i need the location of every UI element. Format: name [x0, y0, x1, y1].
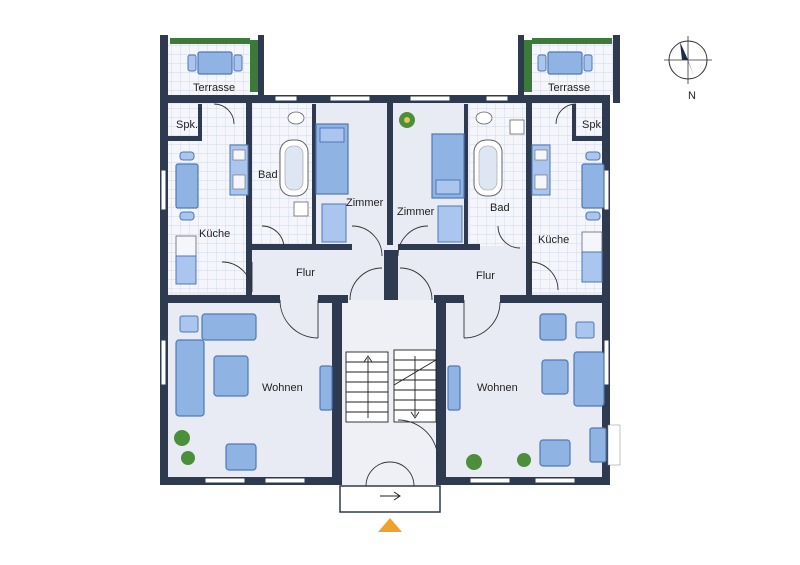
label-left-kitchen: Küche	[199, 228, 230, 240]
terrace-furniture	[170, 38, 612, 92]
compass-north-label: N	[688, 90, 696, 102]
entrance	[339, 485, 441, 513]
doors	[213, 103, 577, 487]
watermark-stamp	[607, 424, 621, 466]
kitchen-furniture	[175, 144, 605, 285]
label-left-bath: Bad	[258, 169, 278, 181]
label-right-kitchen: Küche	[538, 234, 569, 246]
label-right-living: Wohnen	[477, 382, 518, 394]
bedroom-furniture	[315, 112, 465, 243]
label-left-terrace: Terrasse	[193, 82, 235, 94]
bath-fixtures	[279, 111, 525, 217]
label-left-living: Wohnen	[262, 382, 303, 394]
label-left-room: Zimmer	[346, 197, 384, 209]
label-right-pantry: Spk.	[582, 119, 604, 131]
label-left-pantry: Spk.	[176, 119, 198, 131]
windows	[160, 95, 610, 484]
living-furniture	[174, 313, 607, 471]
label-left-hall: Flur	[296, 267, 315, 279]
room-labels: Terrasse Spk. Küche Bad Zimmer Flur Wohn…	[176, 82, 696, 394]
label-right-terrace: Terrasse	[548, 82, 590, 94]
label-right-room: Zimmer	[397, 206, 435, 218]
label-right-bath: Bad	[490, 202, 510, 214]
staircase	[345, 349, 437, 423]
compass-icon	[664, 36, 712, 84]
entrance-arrow-icon	[378, 518, 402, 532]
walls	[160, 35, 620, 485]
label-right-hall: Flur	[476, 270, 495, 282]
